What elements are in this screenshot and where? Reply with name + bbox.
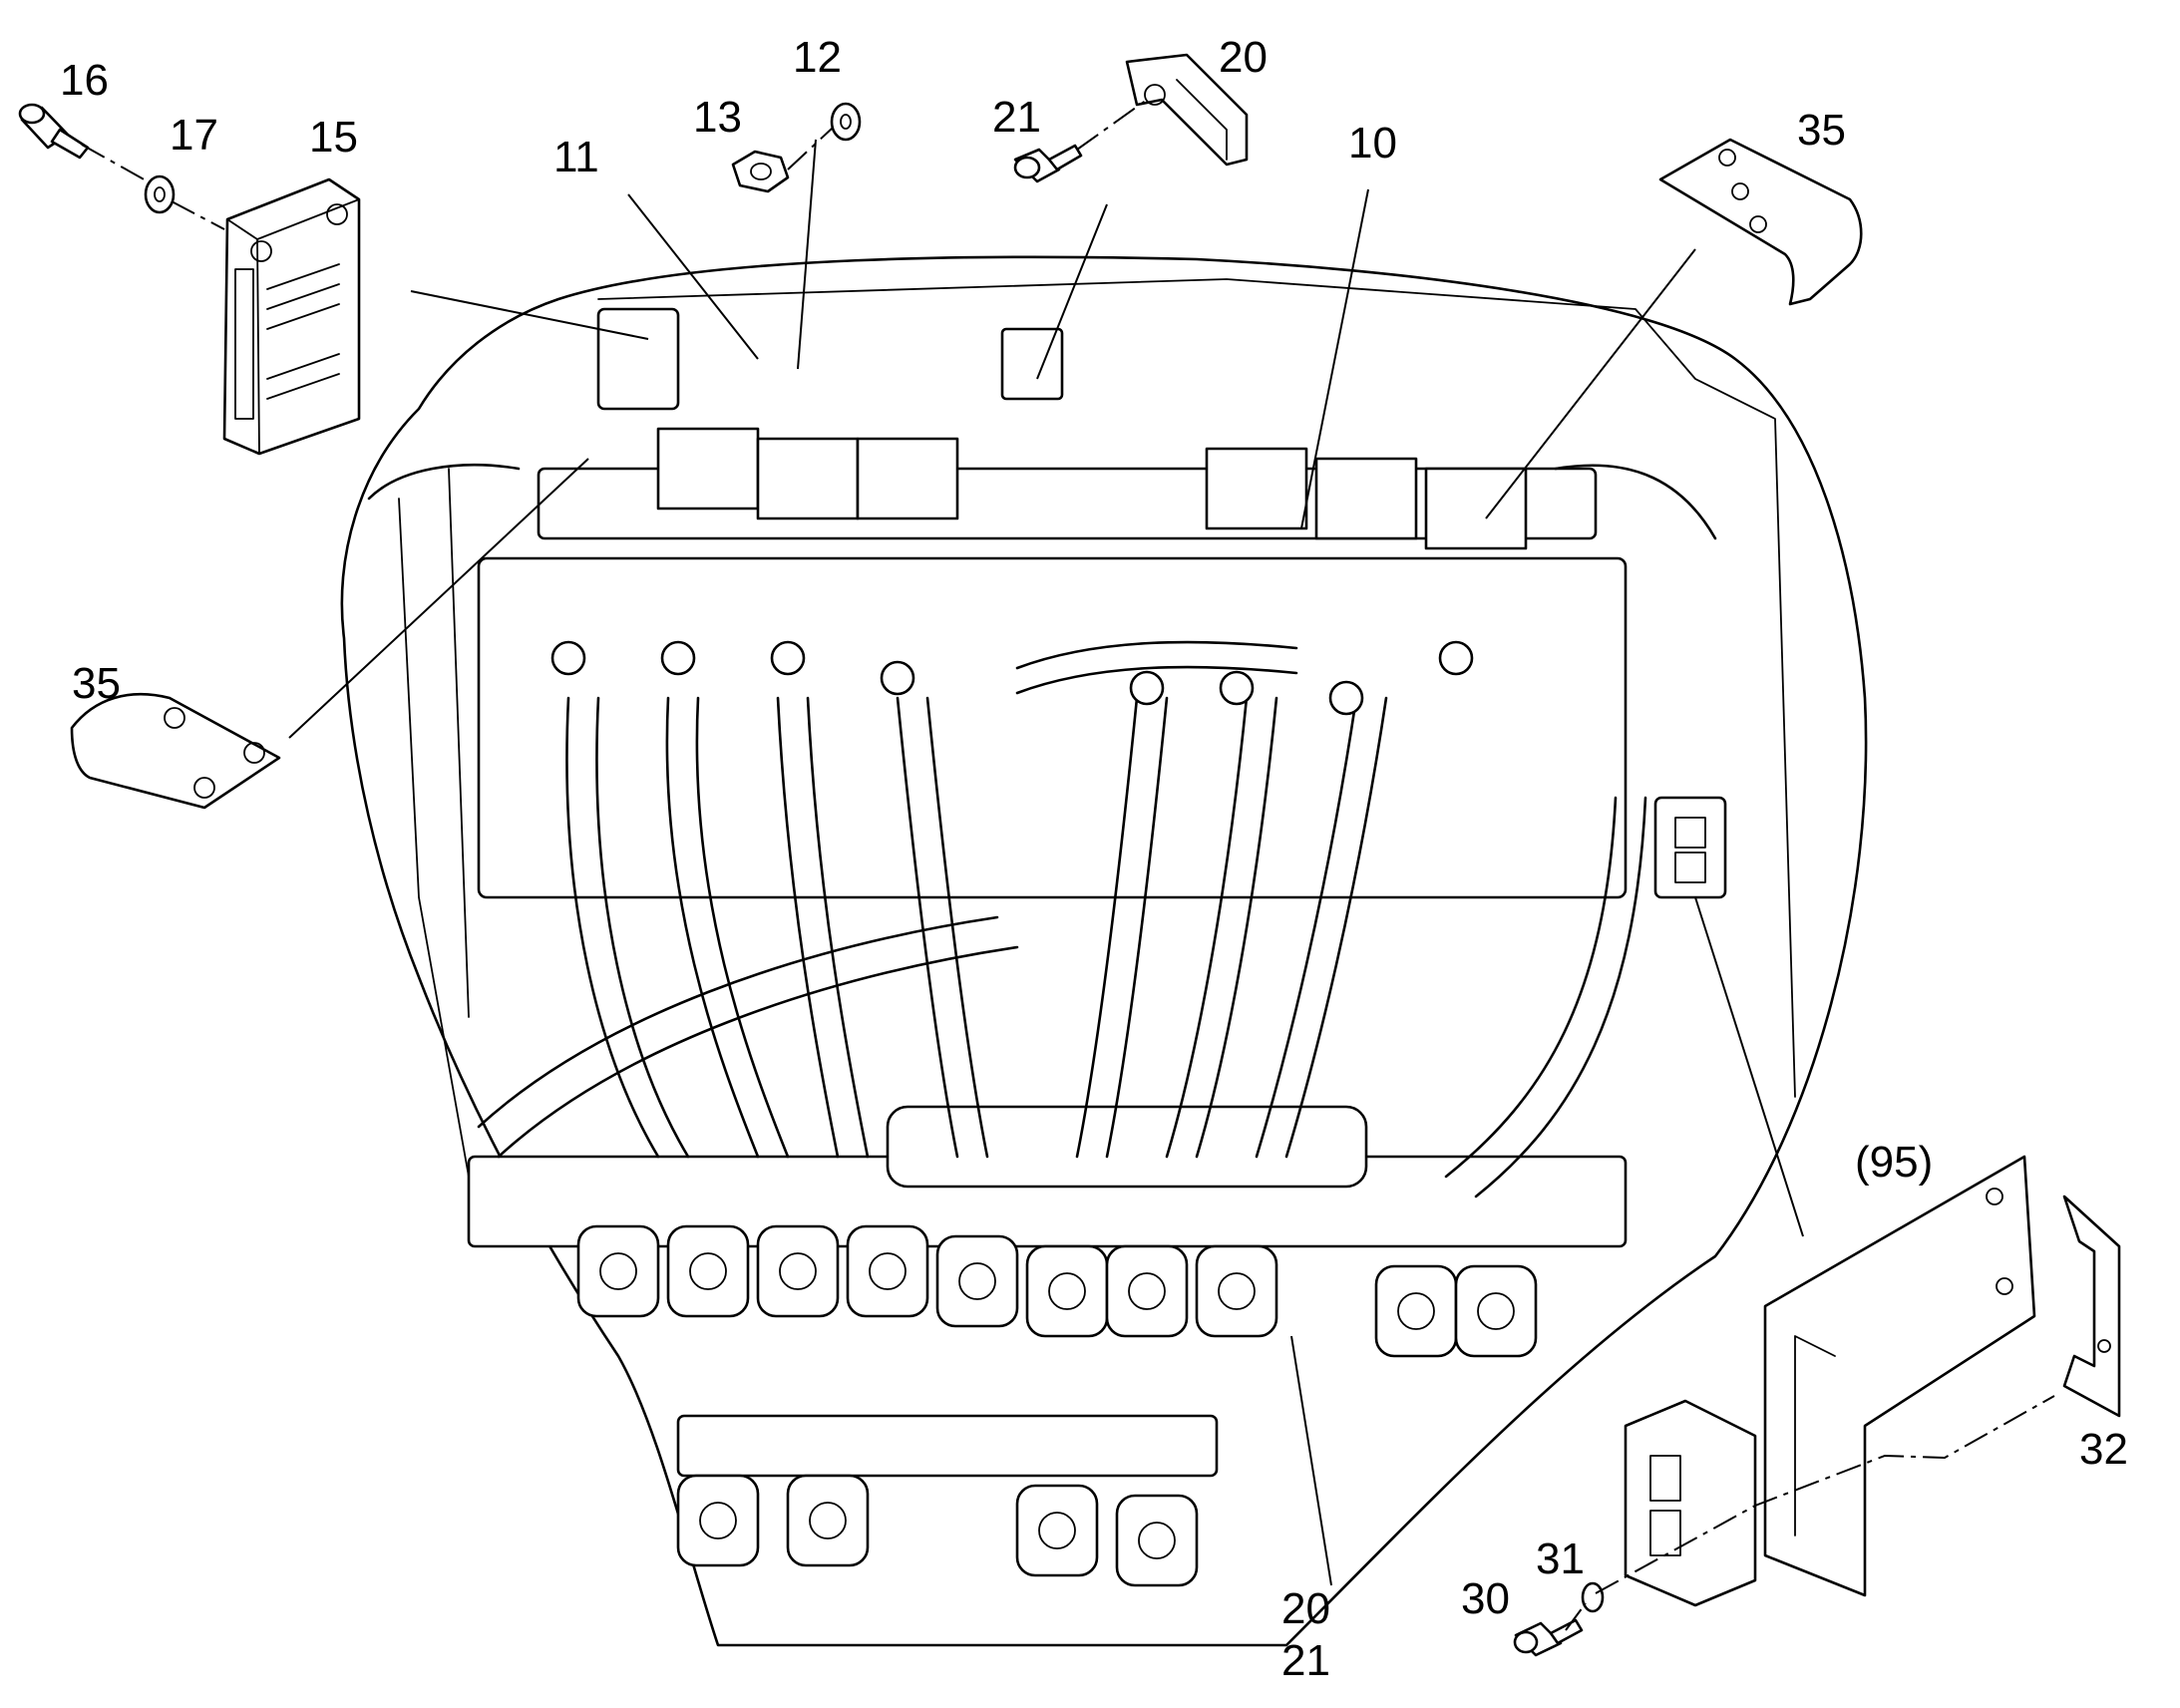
fitting-row — [550, 640, 1474, 716]
valve-block — [1205, 447, 1308, 530]
connector-clip-assembly — [1000, 327, 1064, 401]
bracket-part-35-top — [1658, 138, 1863, 306]
washer-part-17 — [144, 174, 176, 214]
callout-15: 15 — [309, 113, 358, 162]
callout-35-top: 35 — [1797, 106, 1846, 155]
valve-block — [1424, 467, 1528, 550]
flange-row-bottom — [676, 1474, 1199, 1587]
callout-21-top: 21 — [992, 93, 1041, 142]
screw-part-30 — [1513, 1618, 1584, 1657]
callout-32: 32 — [2079, 1425, 2128, 1474]
callout-13: 13 — [693, 93, 742, 142]
bracket-plate-95 — [1763, 1155, 2036, 1597]
callout-20-top: 20 — [1219, 33, 1268, 82]
callout-12: 12 — [793, 33, 842, 82]
callout-10: 10 — [1348, 119, 1397, 168]
cross-tube — [886, 1105, 1368, 1189]
harness-connector-part — [222, 177, 361, 456]
harness-connector-mounted-left — [596, 307, 680, 411]
valve-block — [656, 427, 760, 511]
assembly-outline — [340, 255, 1868, 1647]
callout-11: 11 — [553, 133, 599, 181]
callout-21-bottom: 21 — [1281, 1636, 1330, 1685]
washer-part-31 — [1581, 1581, 1605, 1613]
gasket-part-32 — [2062, 1195, 2121, 1418]
callout-16: 16 — [60, 56, 109, 105]
washer-part-12 — [830, 102, 862, 142]
callout-31: 31 — [1536, 1535, 1585, 1583]
frame-back-plate — [597, 278, 1796, 1098]
callout-17: 17 — [170, 111, 218, 160]
valve-block — [856, 437, 959, 520]
valve-assembly — [340, 255, 1868, 1647]
flange-row-lower — [576, 1224, 1538, 1358]
screw-part-21-top — [1013, 144, 1083, 183]
connector-part-lower-right — [1624, 1399, 1757, 1607]
valve-block — [1314, 457, 1418, 540]
callout-20-bottom: 20 — [1281, 1584, 1330, 1633]
manifold-bar-bottom — [676, 1414, 1219, 1478]
callout-95: (95) — [1855, 1138, 1933, 1187]
frame-left-rail — [398, 468, 470, 1178]
manifold-block-center — [477, 556, 1628, 899]
hose-bundle — [367, 463, 1717, 1198]
callout-30: 30 — [1461, 1574, 1510, 1623]
valve-block — [756, 437, 860, 520]
bracket-part-35-left — [70, 692, 281, 810]
leader-lines — [288, 139, 1804, 1586]
center-lines — [81, 99, 2055, 1631]
nut-part-13 — [731, 150, 790, 193]
valve-block-row — [656, 427, 1528, 550]
callout-35-left: 35 — [72, 659, 121, 708]
screw-part-16 — [18, 103, 90, 160]
callout-labels: 10 11 12 13 15 16 17 20 21 35 35 (95) 32… — [60, 33, 2128, 1685]
